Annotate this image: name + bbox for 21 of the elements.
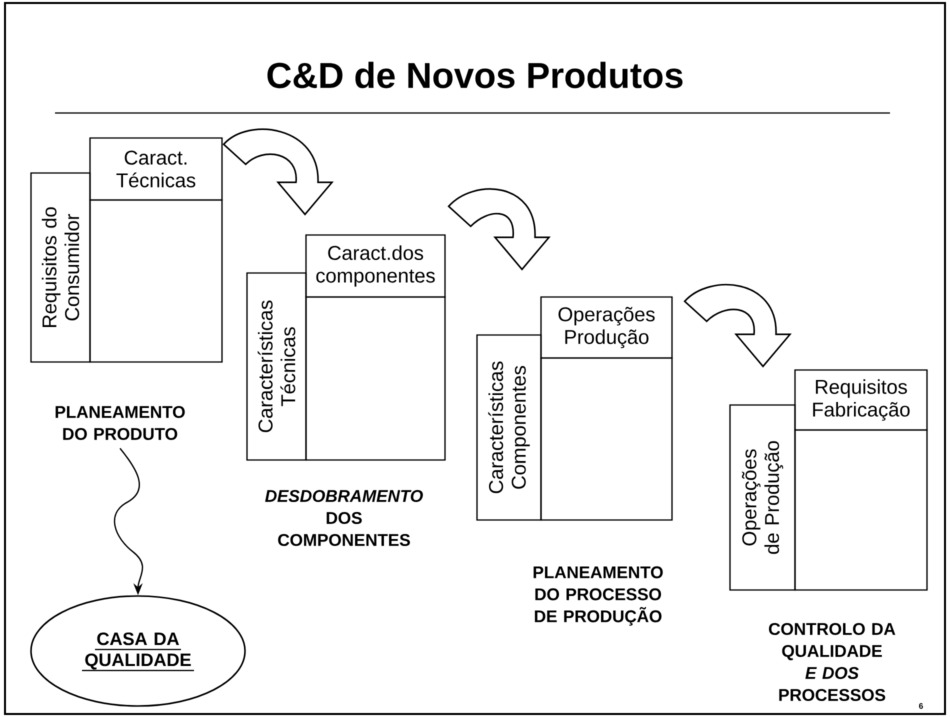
matrix-box — [89, 199, 223, 363]
curved-block-arrow — [448, 188, 550, 270]
title: C&D de Novos Produtos — [267, 62, 683, 88]
side-box: Características Componentes — [476, 334, 542, 521]
side-box: Requisitos do Consumidor — [30, 172, 91, 363]
curved-block-arrow — [684, 284, 791, 368]
matrix-box — [794, 429, 928, 591]
header-box: Requisitos Fabricação — [794, 369, 928, 431]
stage-caption: DESDOBRAMENTO DOS COMPONENTES — [265, 490, 423, 546]
side-box: Características Técnicas — [246, 272, 307, 461]
stage-caption: PLANEAMENTO DO PRODUTO — [56, 406, 185, 440]
stage-caption: PLANEAMENTO DO PROCESSO DE PRODUÇÃO — [534, 566, 663, 626]
page-number: 6 — [919, 703, 923, 709]
header-box: Caract. Técnicas — [89, 137, 223, 201]
header-box: Operações Produção — [540, 296, 673, 359]
matrix-box — [540, 357, 673, 521]
matrix-box — [305, 296, 446, 461]
side-box: Operações de Produção — [729, 404, 796, 591]
header-box: Caract.dos componentes — [305, 234, 446, 298]
curved-block-arrow — [222, 128, 333, 216]
stage-caption: CONTROLO DA QUALIDADE E DOS PROCESSOS — [768, 622, 896, 701]
